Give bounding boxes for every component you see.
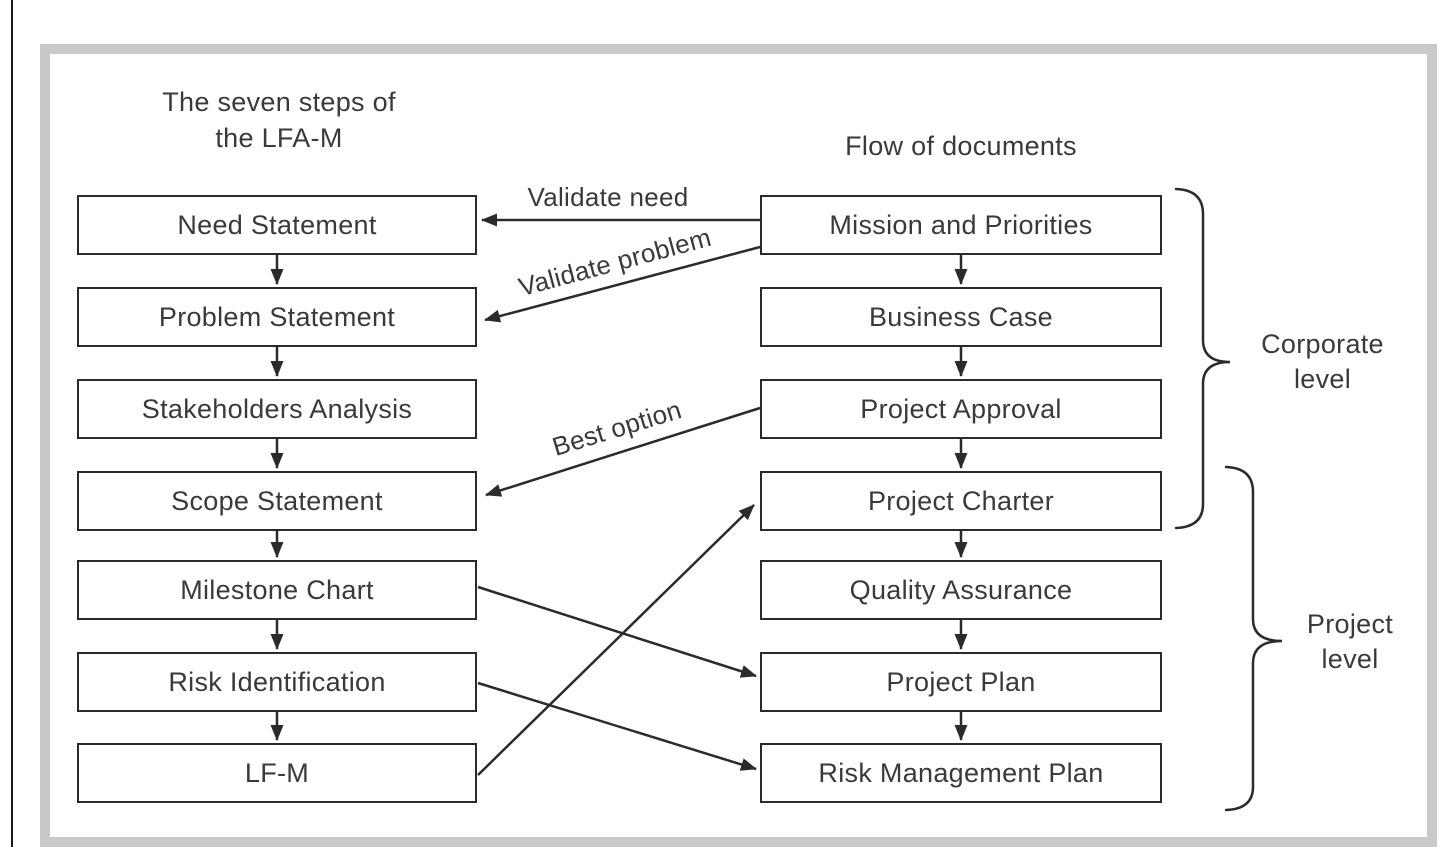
box-project-approval: Project Approval [760,379,1162,439]
corporate-level-label-line2: level [1293,364,1352,394]
corporate-level-label: Corporate level [1240,327,1405,397]
validate-need-label: Validate need [527,182,689,212]
box-milestone-chart: Milestone Chart [77,560,477,620]
left-column-title-line2: the LFA-M [215,123,343,153]
box-mission-and-priorities: Mission and Priorities [760,195,1162,255]
corporate-level-label-line1: Corporate [1261,329,1384,359]
diagram-frame [40,44,1437,847]
box-stakeholders-analysis: Stakeholders Analysis [77,379,477,439]
box-need-statement: Need Statement [77,195,477,255]
box-quality-assurance: Quality Assurance [760,560,1162,620]
project-level-label: Project level [1270,607,1430,677]
box-project-charter: Project Charter [760,471,1162,531]
page-edge-line [11,0,13,847]
box-scope-statement: Scope Statement [77,471,477,531]
right-column-title: Flow of documents [786,128,1136,164]
box-risk-identification: Risk Identification [77,652,477,712]
box-problem-statement: Problem Statement [77,287,477,347]
right-column-title-line1: Flow of documents [845,131,1077,161]
project-level-label-line2: level [1321,644,1379,674]
arrow-lfm-to-charter [477,504,755,776]
box-project-plan: Project Plan [760,652,1162,712]
arrow-best-option [485,406,761,497]
box-risk-management-plan: Risk Management Plan [760,743,1162,803]
arrow-milestone-to-projectplan [477,585,757,678]
left-column-title-line1: The seven steps of [162,87,396,117]
arrow-riskid-to-riskplan [477,681,757,771]
left-column-title: The seven steps of the LFA-M [129,84,429,156]
box-business-case: Business Case [760,287,1162,347]
project-level-brace [1224,465,1283,812]
corporate-level-brace [1174,187,1231,530]
arrow-validate-problem [484,245,761,323]
box-lf-m: LF-M [77,743,477,803]
project-level-label-line1: Project [1306,609,1394,639]
